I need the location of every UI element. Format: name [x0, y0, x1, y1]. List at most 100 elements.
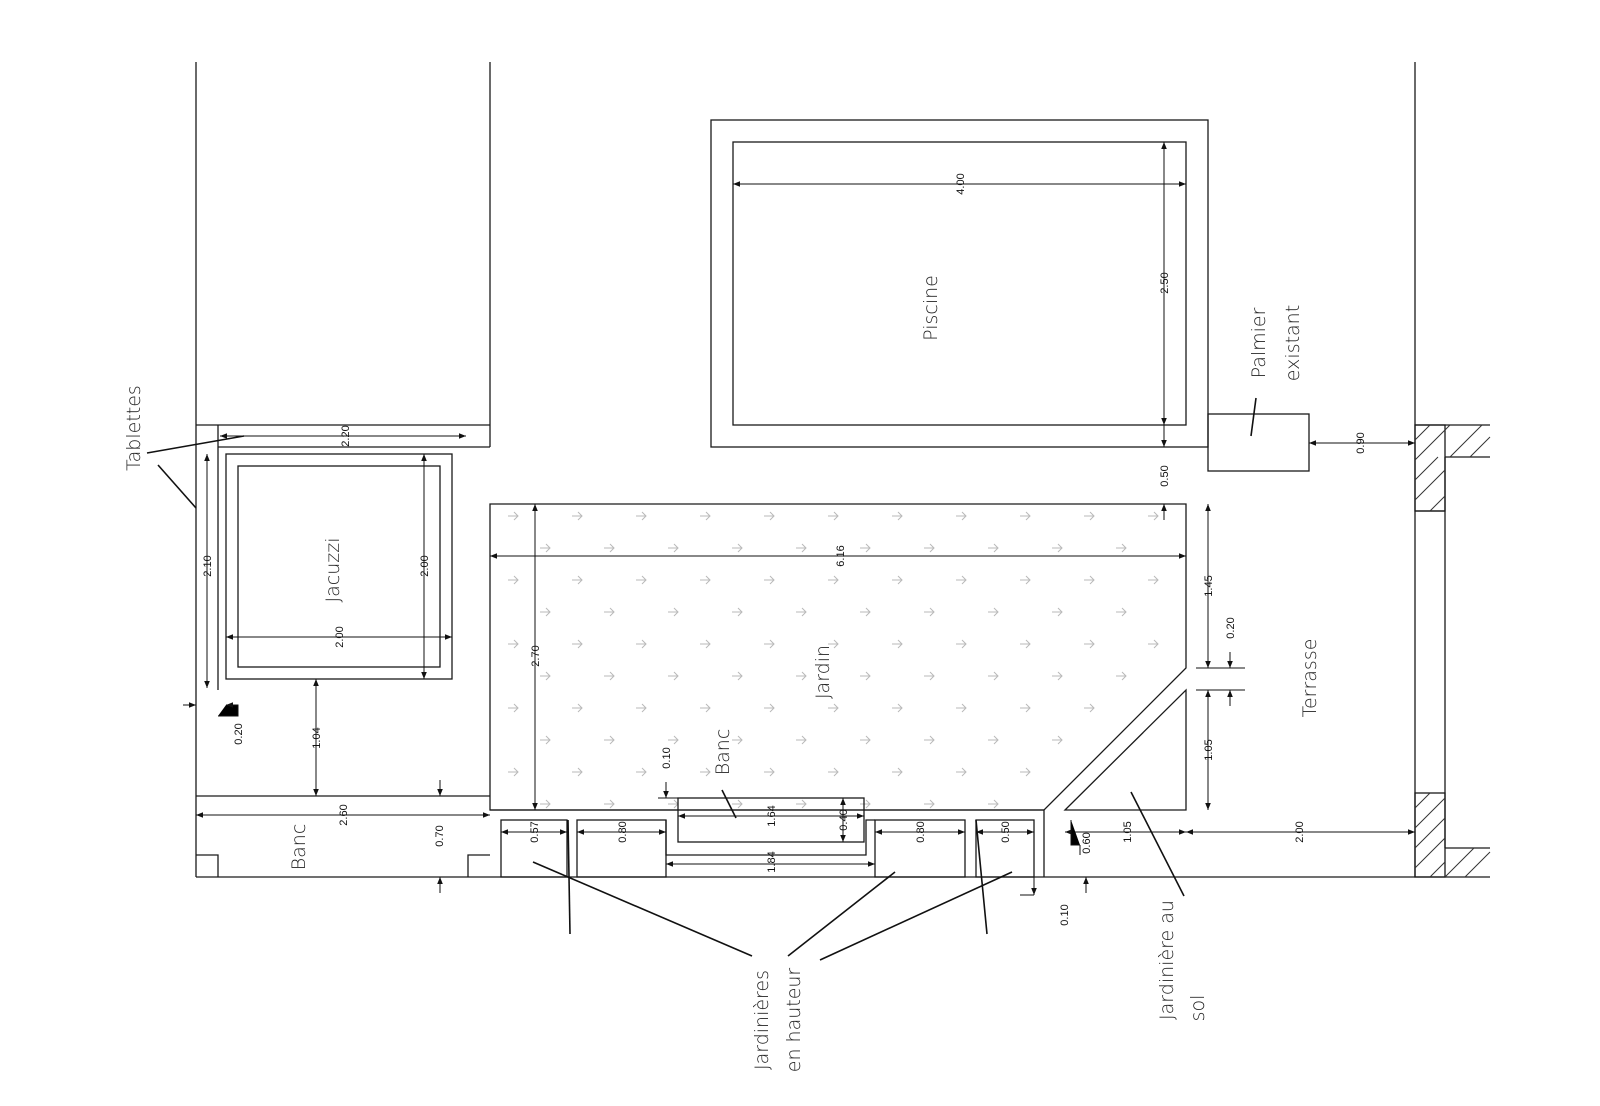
garden-pattern-mark [668, 607, 679, 617]
label-jard-hauteur-line1: Jardinières [751, 970, 773, 1070]
dim-ground-planter-width: 1.05 [1122, 821, 1134, 842]
garden-pattern-mark [860, 735, 871, 745]
pool [710, 119, 1209, 448]
garden-pattern-mark [988, 671, 999, 681]
ground-planter [1063, 688, 1187, 811]
label-banc-garden: Banc [712, 729, 734, 776]
garden-pattern-mark [924, 671, 935, 681]
garden-pattern-mark [540, 607, 551, 617]
garden-pattern-mark [828, 639, 839, 649]
garden-pattern-mark [1020, 639, 1031, 649]
garden-pattern-mark [764, 575, 775, 585]
garden-pattern-mark [892, 511, 903, 521]
garden-pattern-mark [732, 607, 743, 617]
dim-wall-gap: 0.10 [1059, 904, 1071, 925]
raised-planters [490, 797, 1045, 878]
garden-pattern-mark [508, 767, 519, 777]
dim-planter-1: 0.57 [529, 821, 541, 842]
garden-pattern-mark [636, 639, 647, 649]
garden-pattern-mark [764, 703, 775, 713]
right-wall [1414, 424, 1491, 878]
garden-pattern-mark [892, 703, 903, 713]
garden-pattern-mark [1148, 575, 1159, 585]
garden-pattern-mark [732, 735, 743, 745]
garden [489, 503, 1187, 811]
garden-pattern-mark [764, 767, 775, 777]
garden-pattern-mark [700, 575, 711, 585]
garden-pattern-mark [1052, 735, 1063, 745]
dim-planter-4: 0.50 [1000, 821, 1012, 842]
garden-pattern-mark [668, 671, 679, 681]
garden-pattern-mark [508, 703, 519, 713]
garden-pattern-mark [796, 607, 807, 617]
dim-bench-recess: 1.84 [766, 851, 778, 872]
garden-pattern-mark [572, 575, 583, 585]
dim-banc-width: 2.60 [338, 804, 350, 825]
dim-garden-depth: 2.70 [530, 645, 542, 666]
garden-pattern-mark [860, 671, 871, 681]
garden-pattern-mark [540, 799, 551, 809]
dim-ground-planter-depth: 0.60 [1081, 832, 1093, 853]
garden-pattern-mark [828, 511, 839, 521]
garden-pattern-mark [892, 639, 903, 649]
garden-pattern-mark [732, 799, 743, 809]
label-jardin: Jardin [812, 645, 834, 699]
label-banc-left: Banc [288, 824, 310, 871]
dim-banc-depth: 0.70 [434, 825, 446, 846]
garden-pattern-mark [668, 735, 679, 745]
dimension-lines [183, 142, 1415, 896]
garden-pattern-mark [700, 703, 711, 713]
dim-jacuzzi-gap: 0.20 [233, 723, 245, 744]
garden-pattern-mark [1020, 767, 1031, 777]
garden-pattern-mark [924, 735, 935, 745]
garden-pattern-mark [540, 671, 551, 681]
garden-pattern-mark [988, 799, 999, 809]
garden-pattern-mark [604, 799, 615, 809]
garden-pattern-mark [508, 639, 519, 649]
leader-lines [146, 397, 1257, 961]
garden-pattern-mark [1084, 703, 1095, 713]
garden-pattern-mark [732, 671, 743, 681]
label-palmier-line2: existant [1282, 305, 1304, 381]
garden-pattern-mark [828, 703, 839, 713]
bench-left [196, 795, 490, 877]
garden-pattern-mark [1052, 543, 1063, 553]
garden-pattern-mark [1116, 607, 1127, 617]
garden-pattern-mark [508, 511, 519, 521]
garden-pattern-mark [1148, 511, 1159, 521]
garden-pattern-mark [1052, 671, 1063, 681]
garden-pattern-mark [860, 543, 871, 553]
garden-pattern-mark [956, 703, 967, 713]
label-jacuzzi: Jacuzzi [322, 538, 344, 603]
dim-tablettes-width: 2.20 [340, 425, 352, 446]
garden-pattern-mark [860, 607, 871, 617]
garden-pattern-mark [700, 767, 711, 777]
garden-pattern-mark [796, 671, 807, 681]
garden-pattern-mark [988, 735, 999, 745]
garden-pattern-mark [572, 767, 583, 777]
dim-planter-2: 0.80 [617, 821, 629, 842]
dim-tablettes-height: 2.10 [202, 555, 214, 576]
label-piscine: Piscine [920, 275, 942, 341]
garden-pattern-mark [956, 639, 967, 649]
dim-garden-length: 6.16 [835, 545, 847, 566]
dim-garden-side-bottom: 1.05 [1203, 739, 1215, 760]
label-jard-sol-line2: sol [1187, 995, 1209, 1022]
dim-bench-depth: 0.40 [838, 809, 850, 830]
label-terrasse: Terrasse [1299, 639, 1321, 718]
dim-pool-width: 2.50 [1159, 272, 1171, 293]
dim-bench-offset: 0.10 [661, 747, 673, 768]
garden-pattern-mark [636, 767, 647, 777]
garden-pattern-mark [1084, 511, 1095, 521]
dimension-labels: 2.20 2.10 2.00 2.00 0.20 1.04 2.60 0.70 … [202, 173, 1367, 925]
garden-pattern-mark [1116, 543, 1127, 553]
garden-pattern-mark [604, 671, 615, 681]
dim-planter-3: 0.80 [915, 821, 927, 842]
dim-jacuzzi-to-banc: 1.04 [311, 727, 323, 748]
garden-pattern-mark [636, 511, 647, 521]
garden-pattern-mark [828, 767, 839, 777]
garden-pattern-mark [636, 703, 647, 713]
dim-palm-to-wall: 0.90 [1355, 432, 1367, 453]
area-labels: Tablettes Jacuzzi Piscine Palmier exista… [123, 275, 1321, 1072]
